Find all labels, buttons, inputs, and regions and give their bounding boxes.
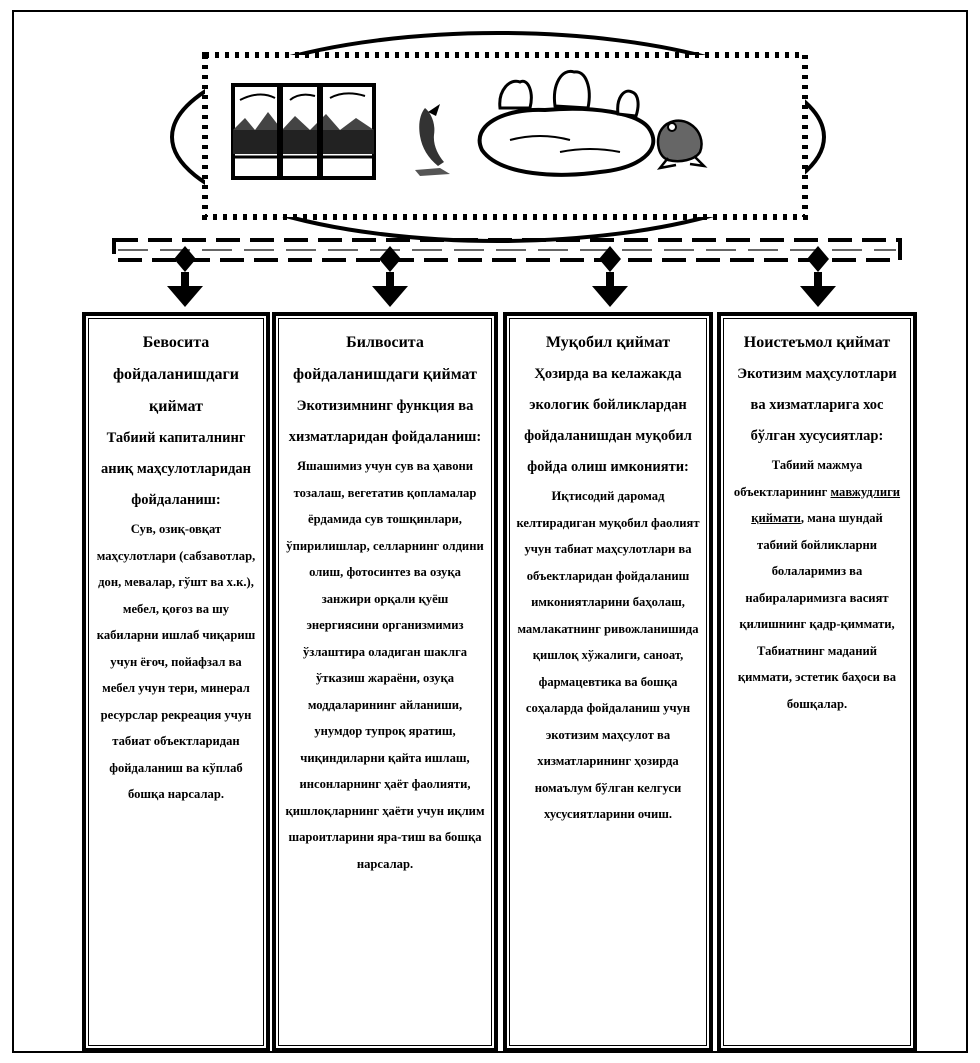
- column-subtitle: Экотизимнинг функция ва хизматларидан фо…: [288, 398, 482, 445]
- value-column-direct-use: Бевосита фойдаланишдаги қиймат Табиий ка…: [82, 312, 270, 1052]
- column-title: Ноистеъмол қиймат: [743, 334, 891, 351]
- column-title: Муқобил қиймат: [545, 334, 671, 351]
- dashed-connector-bar: [112, 238, 902, 262]
- column-subtitle: Ҳозирда ва келажакда экологик бойликлард…: [524, 366, 692, 475]
- window-picture-icon: [231, 83, 376, 180]
- column-title: Бевосита фойдаланишдаги қиймат: [112, 334, 240, 415]
- column-text: Иқтисодий даромад келтирадиган муқобил ф…: [516, 489, 700, 821]
- value-column-option: Муқобил қиймат Ҳозирда ва келажакда экол…: [503, 312, 713, 1052]
- value-column-indirect-use: Билвосита фойдаланишдаги қиймат Экотизим…: [272, 312, 498, 1052]
- arrow-3-icon: [592, 246, 628, 307]
- column-text-after: , мана шундай табиий бойликларни болалар…: [737, 511, 897, 711]
- ecosystem-illustration: [112, 31, 902, 307]
- value-column-non-use: Ноистеъмол қиймат Экотизим маҳсулотлари …: [717, 312, 917, 1052]
- column-subtitle: Экотизим маҳсулотлари ва хизматларига хо…: [737, 366, 897, 444]
- column-subtitle: Табиий капиталнинг аниқ маҳсулотларидан …: [100, 430, 252, 508]
- frog-icon: [656, 119, 708, 170]
- column-text-before: Табиий мажмуа объектларининг: [733, 458, 863, 499]
- bird-icon: [415, 104, 450, 176]
- column-text: Яшашимиз учун сув ва ҳавони тозалаш, вег…: [285, 459, 485, 871]
- existence-value-term: мавжудлиги қиймати: [751, 484, 901, 526]
- column-title: Билвосита фойдаланишдаги қиймат: [293, 334, 477, 383]
- pond-icon: [477, 69, 656, 177]
- arrow-1-icon: [167, 246, 203, 307]
- column-text: Сув, озиқ-овқат маҳсулотлари (сабзавотла…: [96, 522, 256, 801]
- arrow-2-icon: [372, 246, 408, 307]
- arrow-4-icon: [800, 246, 836, 307]
- column-text: Табиий мажмуа объектларининг мавжудлиги …: [730, 452, 904, 717]
